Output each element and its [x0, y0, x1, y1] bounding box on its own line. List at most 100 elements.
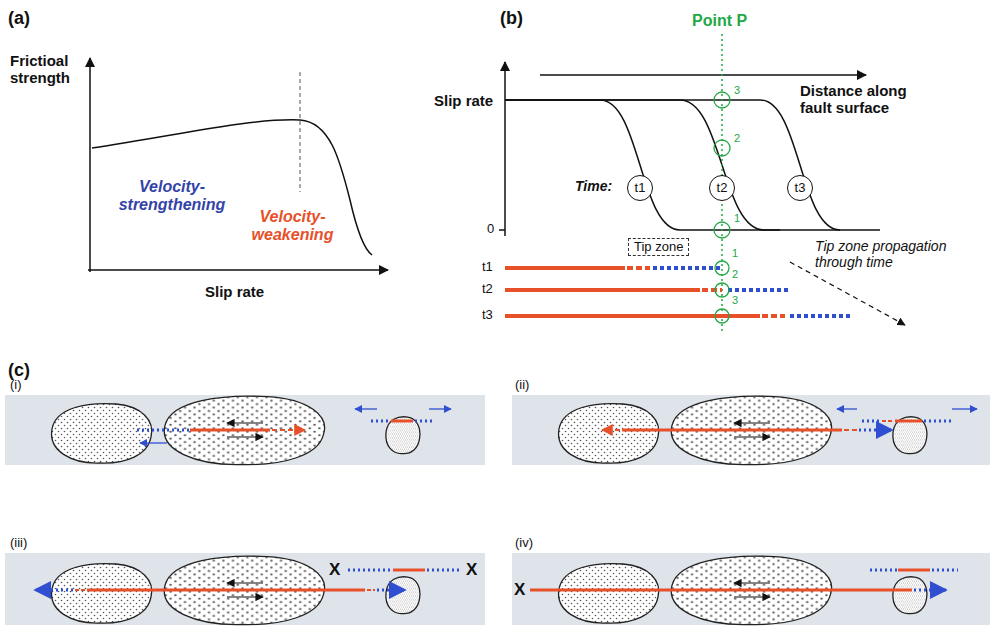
- barrier-mark: X: [466, 560, 477, 580]
- rock-clast: [893, 417, 927, 454]
- shear-arrow: [227, 596, 263, 597]
- propagation-arrow: [429, 408, 451, 409]
- rock-clast: [559, 404, 659, 463]
- point-marker: [714, 140, 730, 156]
- axis-label: Distance along fault surface: [800, 82, 922, 117]
- fault-locked: [35, 589, 73, 592]
- fault-tip: [602, 429, 620, 431]
- rock-clast: [52, 404, 152, 463]
- fault-locked: [377, 589, 405, 592]
- row-label: t3: [482, 308, 493, 323]
- node-text: Tip zone: [634, 240, 683, 254]
- barrier-mark: X: [514, 580, 525, 600]
- fault-locked: [427, 569, 461, 572]
- fault-tip: [272, 429, 305, 431]
- callout-number: 2: [732, 268, 738, 281]
- slipping-segment: [505, 266, 625, 270]
- time-label: Time:: [575, 178, 612, 194]
- row-label: t1: [482, 260, 493, 275]
- y-axis: [89, 58, 91, 272]
- point-marker: [715, 309, 729, 323]
- regime-label: Velocity-weakening: [245, 208, 340, 245]
- tip-segment: [627, 266, 650, 270]
- point-marker: [715, 283, 729, 297]
- fault-locked: [862, 420, 881, 423]
- shear-arrow: [734, 596, 770, 597]
- panel-label: (iii): [10, 536, 27, 551]
- panel-label: (ii): [515, 378, 529, 393]
- callout-number: 3: [734, 84, 740, 97]
- fault-tip: [844, 429, 857, 431]
- friction-graph: [88, 58, 388, 272]
- axis-tick: 0: [487, 222, 494, 237]
- panel-ground: [512, 553, 990, 625]
- fault-panel: [5, 395, 485, 465]
- fault-locked: [870, 569, 897, 572]
- panel-ground: [512, 395, 990, 465]
- rock-clast: [893, 577, 927, 614]
- zero-tick: [499, 229, 505, 231]
- fault-locked: [924, 420, 952, 423]
- y-axis: [504, 62, 506, 236]
- fault-slip: [393, 569, 425, 572]
- note: Tip zone propagation through time: [815, 238, 965, 270]
- transition-line: [300, 72, 301, 192]
- time-circle: t3: [787, 175, 813, 201]
- shear-arrow: [734, 582, 770, 583]
- fault-slip: [530, 589, 912, 592]
- axis-label: Frictioal strength: [10, 52, 88, 87]
- panel-ground: [5, 395, 485, 465]
- fault-locked: [371, 420, 390, 423]
- row-label: t2: [482, 282, 493, 297]
- fault-locked: [348, 569, 392, 572]
- fault-slip: [87, 589, 365, 592]
- fault-locked: [415, 420, 435, 423]
- fault-slip: [622, 429, 842, 432]
- panel-label: (b): [500, 8, 523, 29]
- regime-label: Velocity-strengthening: [112, 178, 232, 215]
- friction-curve: [92, 120, 372, 255]
- fault-slip: [190, 429, 270, 432]
- rock-clast: [559, 564, 659, 623]
- fault-locked: [932, 569, 958, 572]
- node-text: t3: [795, 181, 806, 195]
- locked-segment: [790, 314, 850, 318]
- slipping-segment: [505, 314, 760, 318]
- fault-tip: [882, 420, 894, 422]
- fault-slip: [391, 420, 413, 423]
- callout-number: 1: [732, 247, 738, 260]
- slipping-segment: [505, 288, 700, 292]
- fault-slip: [895, 420, 922, 423]
- propagation-arrow: [355, 408, 377, 409]
- callout-number: 2: [734, 132, 740, 145]
- tip-segment: [762, 314, 785, 318]
- x-axis: [88, 269, 388, 271]
- time-circle: t1: [627, 175, 653, 201]
- callout-number: 3: [732, 294, 738, 307]
- shear-arrow: [227, 436, 263, 437]
- time-circle: t2: [709, 175, 735, 201]
- axis-label: Slip rate: [205, 283, 264, 300]
- shear-arrow: [227, 582, 263, 583]
- point-marker: [714, 222, 730, 238]
- fault-locked: [859, 429, 892, 432]
- fault-panel: [512, 395, 990, 465]
- tip-segment: [702, 288, 722, 292]
- propagation-arrow: [837, 408, 857, 409]
- fault-locked: [914, 589, 946, 592]
- rock-clast: [52, 564, 152, 623]
- barrier-mark: X: [329, 560, 340, 580]
- point-label: Point P: [692, 12, 747, 30]
- axis-label: Slip rate: [434, 92, 493, 109]
- tip-zone-box: Tip zone: [628, 238, 689, 256]
- shear-arrow: [734, 436, 770, 437]
- propagation-arrow: [140, 442, 167, 443]
- panel-label: (a): [8, 8, 30, 29]
- panel-label: (iv): [515, 536, 533, 551]
- slip-rate-graph: [499, 34, 905, 332]
- rock-clast: [386, 417, 420, 454]
- point-marker: [715, 261, 729, 275]
- rock-clast: [386, 577, 420, 614]
- shear-arrow: [227, 422, 263, 423]
- slip-curve: [505, 100, 880, 230]
